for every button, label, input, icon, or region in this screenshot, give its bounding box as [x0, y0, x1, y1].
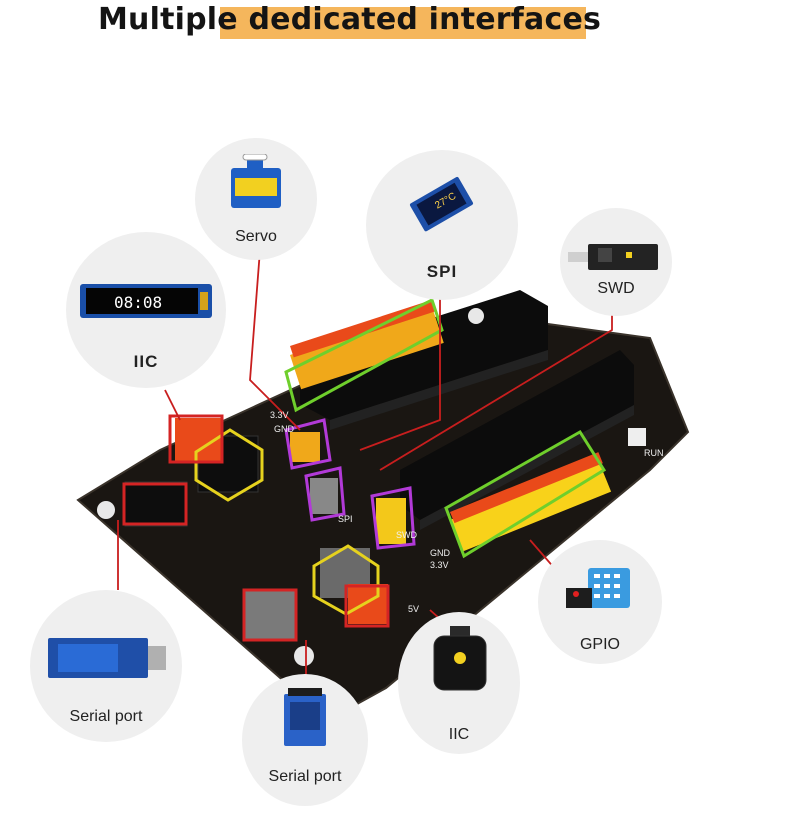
- title-area: Multiple dedicated interfaces: [98, 0, 601, 40]
- silk-label: RUN: [644, 448, 664, 458]
- top-gpio-pins: [290, 299, 444, 390]
- expansion-board: [76, 290, 690, 722]
- oled-display-icon: 08:08: [80, 284, 212, 318]
- silk-label: 5V: [408, 604, 419, 614]
- temperature-humidity-sensor-icon: [566, 568, 630, 608]
- serial-header-bottom: [245, 590, 295, 640]
- iic-sensor-module-icon: [433, 626, 487, 691]
- swd-header: [376, 498, 406, 544]
- title-highlight: [220, 7, 586, 39]
- mount-hole: [294, 646, 314, 666]
- silk-label: GND: [430, 548, 451, 558]
- iic-header-bottom-pins: [348, 584, 388, 624]
- page-title: Multiple dedicated interfaces: [98, 2, 602, 37]
- spi-header: [310, 478, 338, 514]
- servo-label: Servo: [235, 228, 277, 245]
- serial-bottom-label: Serial port: [268, 768, 342, 785]
- iic-top-label: IIC: [133, 352, 159, 371]
- bluetooth-module-icon: [48, 638, 166, 678]
- silk-label: SWD: [396, 530, 417, 540]
- interface-frames: [122, 297, 607, 642]
- swd-debugger-icon: [568, 244, 658, 270]
- module-bubble-gpio: GPIO: [538, 540, 662, 664]
- module-bubble-spi: 27°C SPI: [366, 150, 518, 300]
- module-bubble-iic-top: 08:08 IIC: [66, 232, 226, 388]
- iic-bottom-label: IIC: [448, 726, 470, 743]
- spi-lcd-display-icon: 27°C: [409, 177, 474, 232]
- silk-label: 3.3V: [430, 560, 449, 570]
- oled-screen-text: 08:08: [114, 293, 162, 312]
- swd-label: SWD: [597, 280, 635, 297]
- silk-label: GND: [274, 424, 295, 434]
- spi-label: SPI: [426, 262, 458, 281]
- serial-header-left: [124, 481, 188, 527]
- serial-left-label: Serial port: [69, 708, 143, 725]
- servo-motor-icon: [231, 154, 281, 208]
- module-bubble-servo: Servo: [195, 138, 317, 260]
- silk-label: SPI: [338, 514, 353, 524]
- silk-label: 3.3V: [270, 410, 289, 420]
- bottom-gpio-pins: [450, 452, 612, 552]
- run-button: [628, 428, 646, 446]
- gpio-label: GPIO: [579, 636, 620, 653]
- module-bubble-swd: SWD: [560, 208, 672, 316]
- module-bubble-iic-bottom: IIC: [398, 612, 520, 754]
- mount-hole: [97, 501, 115, 519]
- module-bubble-serial-bottom: Serial port: [242, 674, 368, 806]
- bluetooth-hc05-module-icon: [284, 688, 326, 746]
- module-bubble-serial-left: Serial port: [30, 590, 182, 742]
- mount-hole: [468, 308, 484, 324]
- servo-header: [290, 432, 320, 462]
